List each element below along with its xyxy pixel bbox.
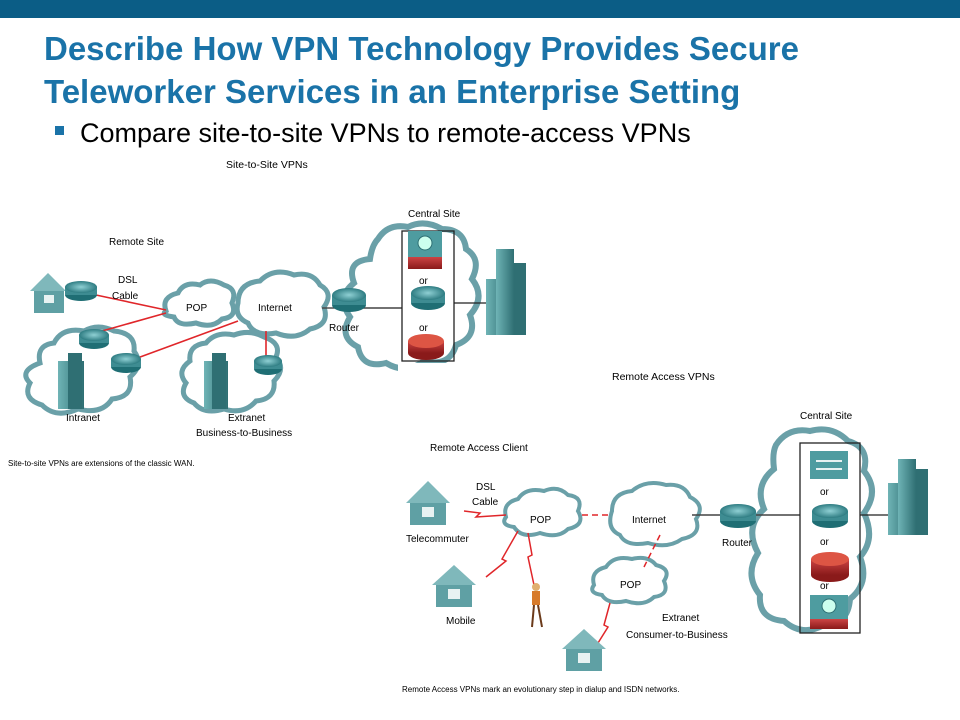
internet-pop-link <box>643 534 661 568</box>
pop-label: POP <box>186 303 207 314</box>
bullet-text: Compare site-to-site VPNs to remote-acce… <box>80 118 691 148</box>
dsl-label: DSL <box>118 275 138 286</box>
central-site-label: Central Site <box>800 411 853 422</box>
router-icon <box>720 504 756 528</box>
central-server-icon <box>408 231 442 269</box>
or-label-2: or <box>419 323 429 334</box>
title-line-1: Describe How VPN Technology Provides Sec… <box>44 30 799 67</box>
mobile-user-person-icon <box>531 583 543 628</box>
remote-house-icon <box>30 273 66 313</box>
telecommuter-house-icon <box>406 481 450 525</box>
internet-cloud <box>234 269 331 339</box>
central-firewall-icon <box>811 552 849 582</box>
business-to-business-label: Business-to-Business <box>196 428 292 439</box>
or-label-3: or <box>820 581 830 592</box>
extranet-building-icon <box>204 353 228 409</box>
main-router-icon <box>332 288 366 312</box>
remote-access-caption: Remote Access VPNs mark an evolutionary … <box>402 685 679 694</box>
internet-label: Internet <box>258 303 292 314</box>
intranet-building-icon <box>58 353 84 409</box>
vpn-links <box>87 294 267 361</box>
pop-label-bottom: POP <box>620 580 641 591</box>
pop-cloud-top <box>502 486 583 538</box>
or-label-1: or <box>820 487 830 498</box>
vpn-link-dsl <box>95 294 167 311</box>
bullet-item: Compare site-to-site VPNs to remote-acce… <box>55 118 691 149</box>
remote-access-diagram: Remote Access VPNs Central Site Remote A… <box>398 363 952 699</box>
title-line-2: Teleworker Services in an Enterprise Set… <box>44 73 741 110</box>
remote-site-label: Remote Site <box>109 237 164 248</box>
or-label-2: or <box>820 537 830 548</box>
extranet-label: Extranet <box>662 613 699 624</box>
central-firewall-icon <box>408 334 444 360</box>
central-building-icon <box>486 249 526 335</box>
central-site-label: Central Site <box>408 209 461 220</box>
intranet-router-a-icon <box>79 329 109 349</box>
vpn-link-intranet-b <box>131 320 239 361</box>
site-to-site-title: Site-to-Site VPNs <box>226 159 308 171</box>
extranet-label: Extranet <box>228 413 265 424</box>
remote-client-label: Remote Access Client <box>430 443 528 454</box>
site-to-site-diagram: Site-to-Site VPNs Central Site Remote Si… <box>6 153 550 478</box>
router-label: Router <box>722 538 753 549</box>
top-bar <box>0 0 960 18</box>
dsl-label: DSL <box>476 482 496 493</box>
intranet-label: Intranet <box>66 413 100 424</box>
bullet-square-icon <box>55 126 64 136</box>
central-building-icon <box>888 459 928 535</box>
cable-label: Cable <box>472 497 499 508</box>
remote-access-title: Remote Access VPNs <box>612 371 715 383</box>
site-to-site-svg: Site-to-Site VPNs Central Site Remote Si… <box>8 159 526 468</box>
extranet-house-icon <box>562 629 606 671</box>
cable-label: Cable <box>112 291 139 302</box>
central-site-box <box>799 442 861 634</box>
extranet-link <box>597 602 611 644</box>
pop-cloud <box>161 278 237 328</box>
site-to-site-caption: Site-to-site VPNs are extensions of the … <box>8 459 194 468</box>
mobile-label: Mobile <box>446 616 476 627</box>
internet-cloud <box>608 481 702 548</box>
intranet-router-b-icon <box>111 353 141 373</box>
central-server-icon <box>810 595 848 629</box>
vpn-links <box>463 510 661 644</box>
telecommuter-link <box>463 510 507 518</box>
router-label: Router <box>329 323 360 334</box>
mobile-link <box>485 530 519 578</box>
internet-label: Internet <box>632 515 666 526</box>
telecommuter-label: Telecommuter <box>406 534 469 545</box>
mobile-house-icon <box>432 565 476 607</box>
remote-access-svg: Remote Access VPNs Central Site Remote A… <box>402 371 928 694</box>
central-switch-icon <box>810 451 848 479</box>
or-label-1: or <box>419 276 429 287</box>
consumer-to-business-label: Consumer-to-Business <box>626 630 728 641</box>
mobile-user-link <box>527 532 535 586</box>
pop-cloud-bottom <box>590 555 669 606</box>
slide-title: Describe How VPN Technology Provides Sec… <box>44 27 944 113</box>
central-router-icon <box>812 504 848 528</box>
central-router-icon <box>411 286 445 310</box>
pop-label-top: POP <box>530 515 551 526</box>
extranet-router-icon <box>254 355 282 375</box>
dsl-router-icon <box>65 281 97 301</box>
